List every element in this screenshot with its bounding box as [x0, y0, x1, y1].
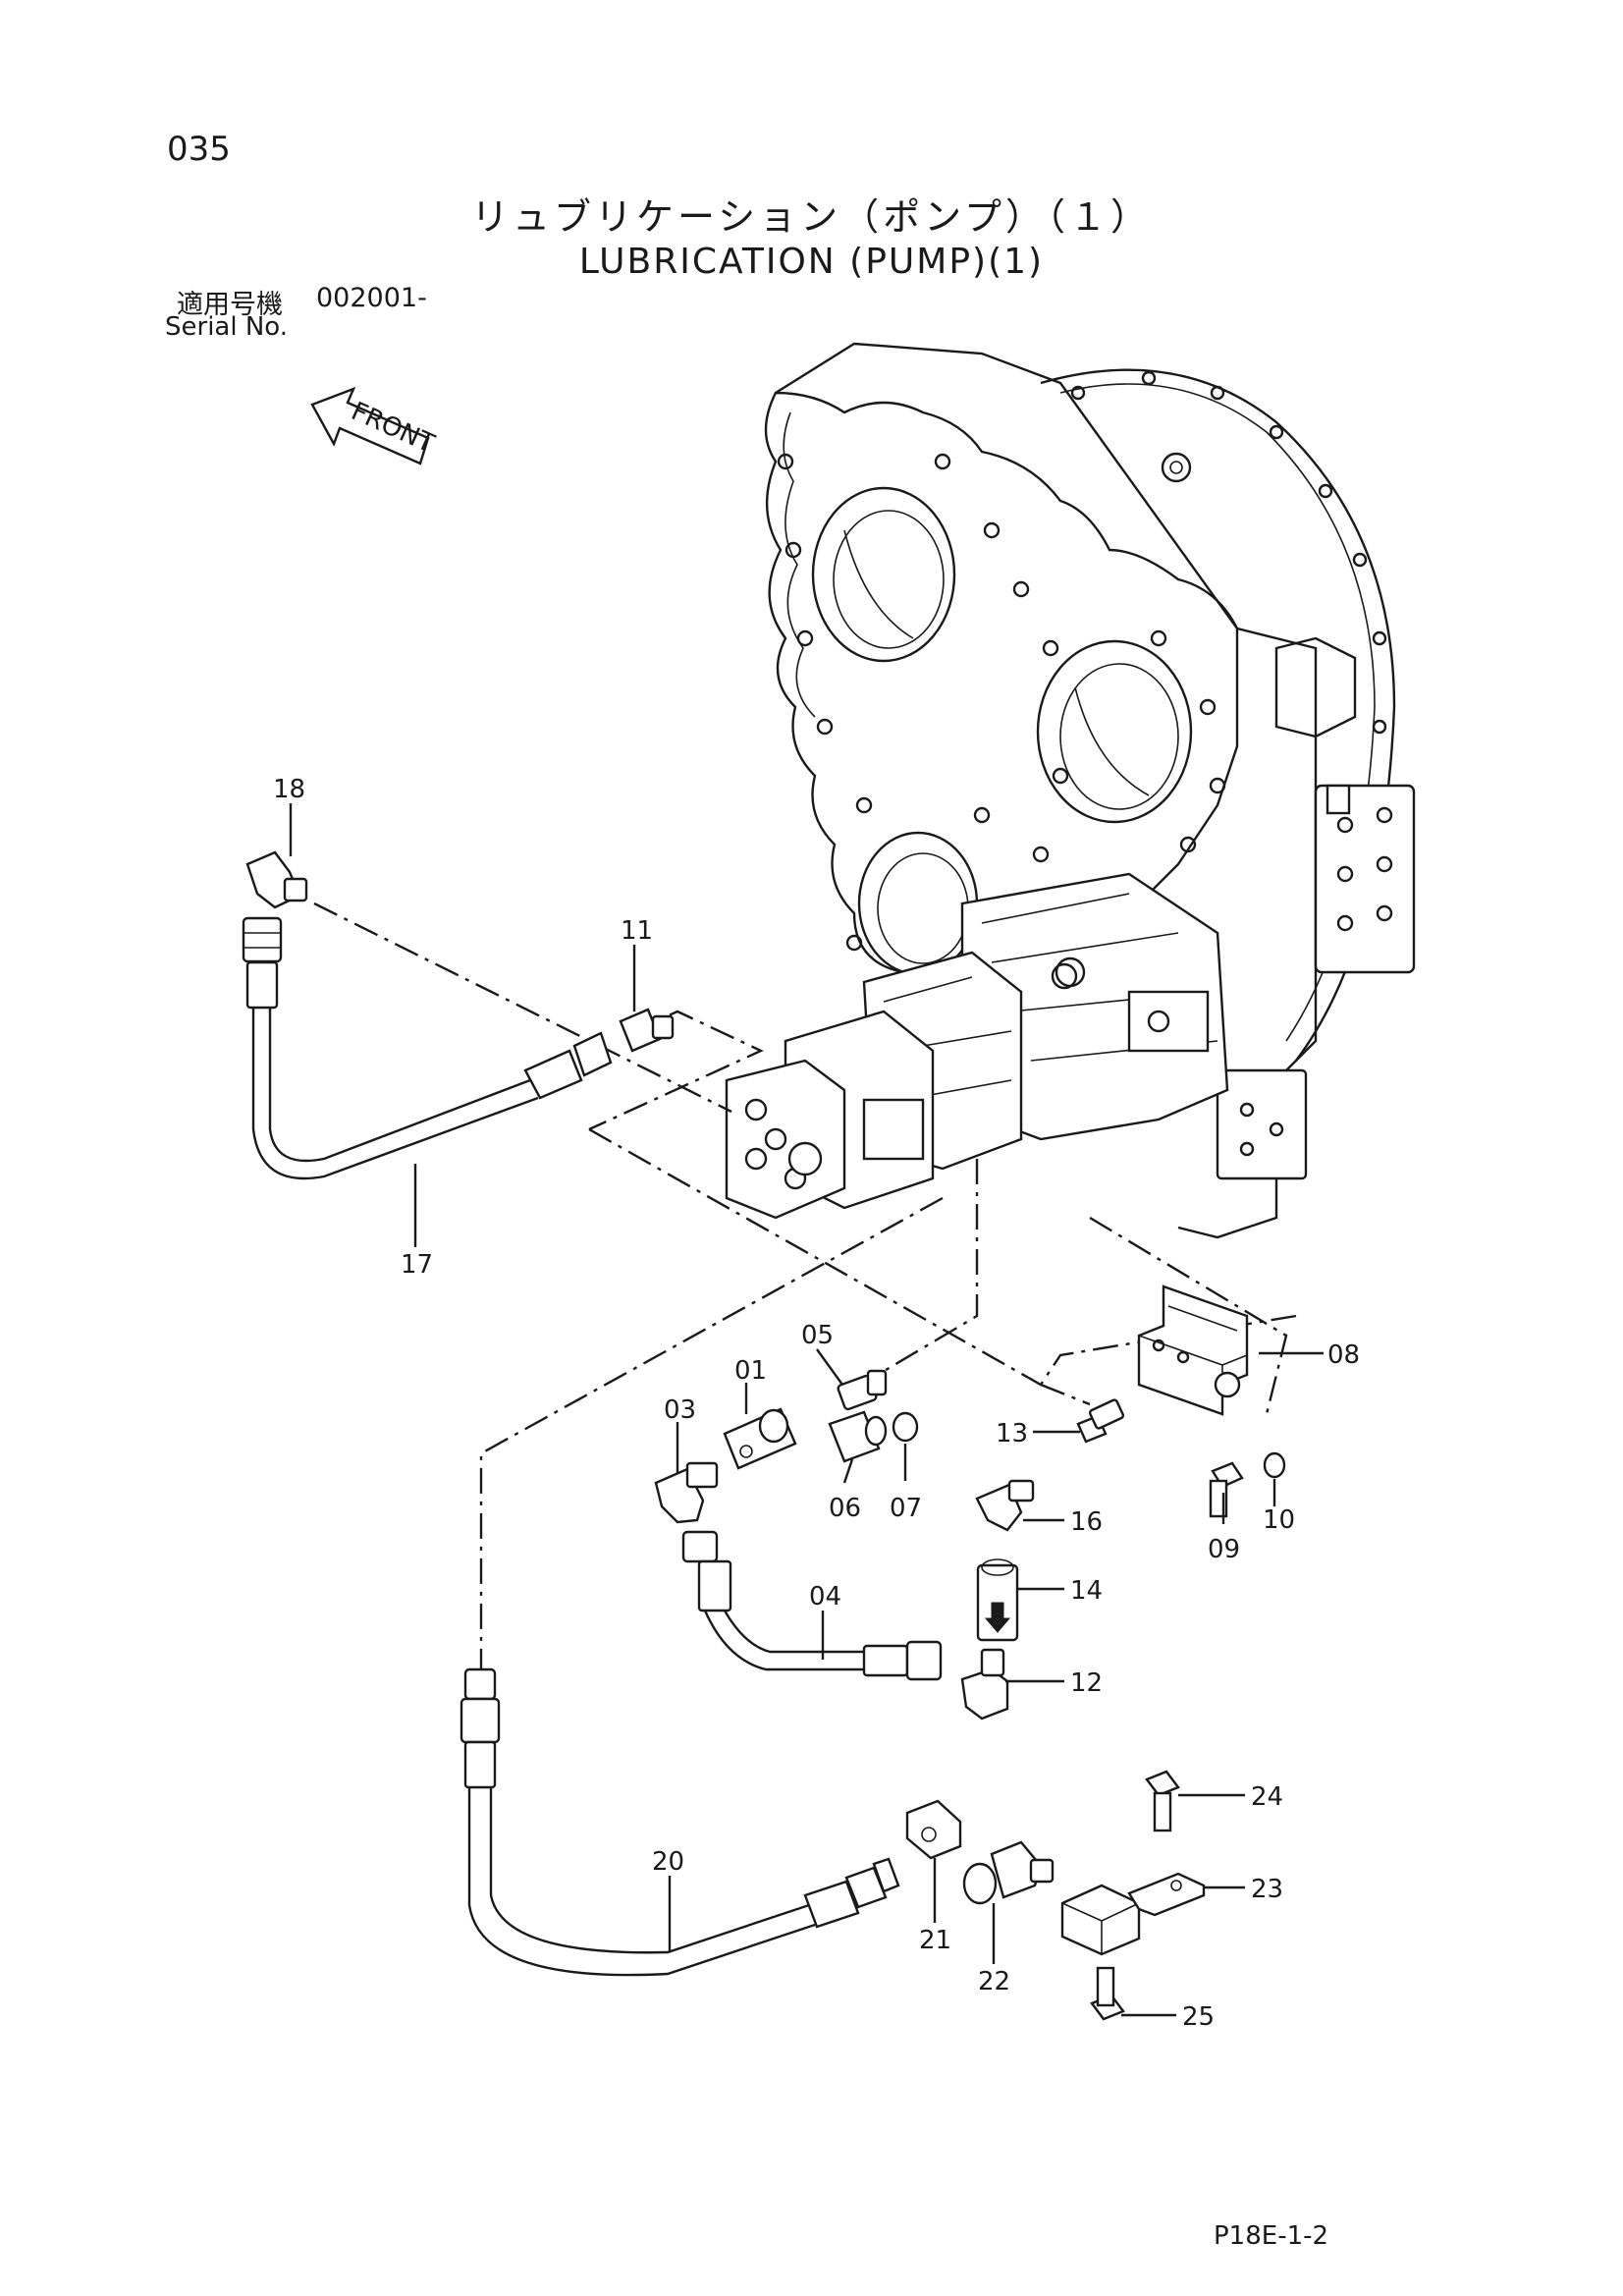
part-label-08: 08: [1327, 1340, 1360, 1370]
part-label-09: 09: [1208, 1535, 1240, 1564]
union-06: [828, 1410, 888, 1463]
part-label-13: 13: [996, 1419, 1028, 1449]
part-label-16: 16: [1070, 1507, 1103, 1537]
serial-value: 002001-: [316, 283, 427, 313]
elbow-fitting-18: [245, 850, 308, 909]
check-valve-14: [976, 1558, 1019, 1642]
serial-label-english: Serial No.: [165, 312, 288, 342]
hose-20: [460, 1667, 900, 1977]
nipple-13: [1076, 1398, 1125, 1444]
part-label-01: 01: [734, 1356, 767, 1386]
part-label-21: 21: [919, 1926, 951, 1955]
leader-lines: [289, 803, 1324, 2017]
part-label-04: 04: [809, 1582, 841, 1612]
bolt-24: [1145, 1770, 1180, 1832]
assembly-centerlines: [313, 902, 1297, 1669]
part-label-22: 22: [978, 1967, 1010, 1996]
front-arrow-icon: FRONT: [310, 386, 439, 465]
elbow-03: [654, 1461, 719, 1524]
elbow-union-22: [962, 1840, 1055, 1905]
part-label-18: 18: [273, 775, 305, 804]
hydraulic-pump: [725, 872, 1229, 1220]
serial-label-japanese: 適用号機: [177, 290, 283, 320]
part-label-11: 11: [621, 916, 653, 946]
tee-fitting-12: [960, 1648, 1009, 1721]
upper-hose-17: [242, 916, 613, 1180]
hose-04: [681, 1530, 943, 1681]
part-label-20: 20: [652, 1847, 684, 1877]
bolt-09: [1209, 1461, 1244, 1518]
adapter-fitting-11: [619, 1008, 675, 1053]
transmission-housing: [764, 342, 1416, 1239]
washer-10: [1263, 1451, 1286, 1479]
part-label-07: 07: [890, 1494, 922, 1523]
part-label-06: 06: [829, 1494, 861, 1523]
part-label-17: 17: [401, 1250, 433, 1280]
part-label-10: 10: [1263, 1505, 1295, 1535]
o-ring-07: [892, 1411, 919, 1443]
bracket-23: [1060, 1872, 1206, 1956]
page-number: 035: [167, 130, 231, 169]
elbow-16: [975, 1479, 1035, 1532]
title-japanese: リュブリケーション（ポンプ）（１）: [470, 195, 1153, 239]
part-label-12: 12: [1070, 1668, 1103, 1698]
title-english: LUBRICATION (PUMP)(1): [578, 242, 1045, 282]
bolt-25: [1090, 1966, 1125, 2021]
part-label-14: 14: [1070, 1576, 1103, 1606]
part-label-23: 23: [1251, 1875, 1283, 1904]
part-label-03: 03: [664, 1395, 696, 1425]
bracket-08: [1137, 1285, 1249, 1416]
part-labels: 18 11 17 08 05 01 03 13 06 07 16 09 10 1…: [273, 775, 1360, 2032]
part-label-05: 05: [801, 1321, 834, 1350]
sheet-code: P18E-1-2: [1214, 2221, 1329, 2251]
plug-05: [837, 1369, 888, 1411]
part-label-24: 24: [1251, 1782, 1283, 1812]
tee-block-21: [905, 1799, 962, 1860]
block-fitting-01: [723, 1407, 797, 1470]
part-label-25: 25: [1182, 2002, 1215, 2032]
